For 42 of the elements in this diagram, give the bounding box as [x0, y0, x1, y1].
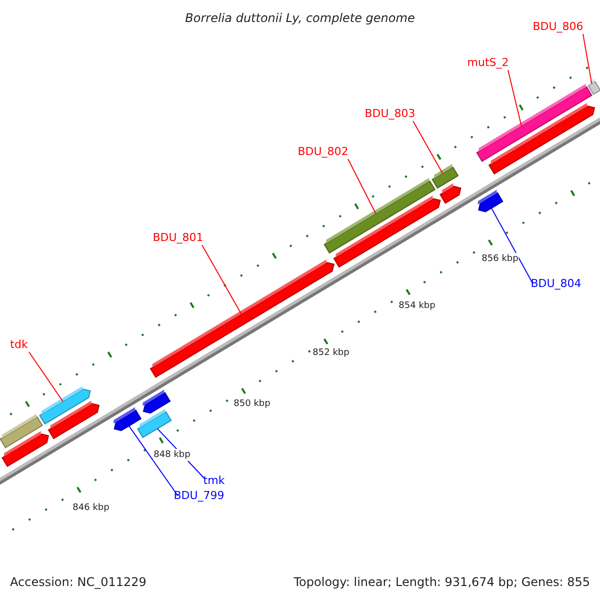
leader-line — [128, 425, 178, 496]
gene-bar — [2, 431, 50, 468]
leader-line — [202, 244, 242, 315]
gene-bar — [324, 178, 436, 254]
scale-label: 850 kbp — [234, 398, 270, 410]
scale-label: 854 kbp — [398, 300, 436, 312]
gene-bar — [150, 259, 335, 378]
gene-bar — [476, 84, 592, 162]
leader-line — [28, 352, 64, 402]
gene-label: BDU_802 — [298, 146, 348, 158]
scale-label: 852 kbp — [312, 347, 350, 359]
gene-label: tdk — [10, 339, 28, 351]
gene-bar — [333, 196, 441, 268]
accession-text: Accession: NC_011229 — [10, 576, 146, 588]
gene-label: BDU_803 — [364, 108, 416, 120]
gene-label: BDU_801 — [152, 232, 204, 244]
leader-line — [582, 34, 592, 84]
scale-label: 856 kbp — [482, 253, 518, 265]
leader-line — [412, 120, 444, 174]
gene-bar — [440, 183, 462, 204]
gene-bar — [48, 400, 100, 440]
gene-bar — [142, 390, 171, 414]
gene-bar — [136, 408, 172, 438]
diagram-title: Borrelia duttonii Ly, complete genome — [185, 12, 415, 24]
gene-bar — [588, 78, 600, 96]
scale-label: 846 kbp — [72, 502, 110, 514]
gene-bar — [39, 386, 91, 425]
genome-summary-text: Topology: linear; Length: 931,674 bp; Genes: 855 — [294, 576, 590, 588]
leader-line — [348, 158, 376, 214]
leader-line — [490, 208, 534, 284]
gene-bar — [0, 414, 43, 448]
gene-bar — [488, 102, 596, 174]
leader-line — [508, 70, 522, 126]
gene-label: mutS_2 — [467, 57, 509, 69]
gene-label: tmk — [203, 475, 225, 487]
gene-bar — [432, 164, 459, 189]
gene-bar — [478, 190, 504, 212]
gene-label: BDU_806 — [532, 21, 584, 33]
gene-label: BDU_804 — [530, 278, 582, 290]
gene-bar — [113, 407, 142, 432]
gene-label: BDU_799 — [174, 490, 224, 502]
scale-label: 848 kbp — [154, 449, 190, 461]
